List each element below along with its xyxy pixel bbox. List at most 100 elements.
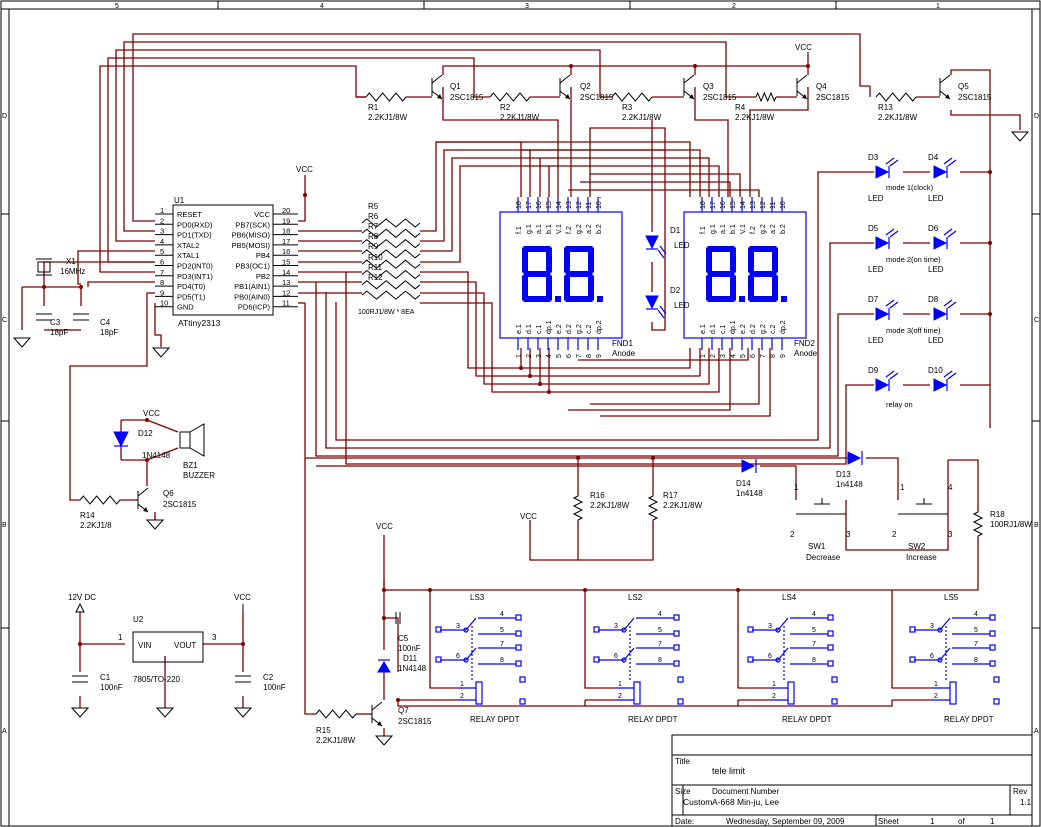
led-symbol [933,236,948,250]
display-pin-name: dp.1 [546,320,553,334]
led-symbol [933,378,948,392]
resistor-symbol [489,92,531,102]
transistor-collector [559,74,571,84]
vcc-label: VCC [296,165,313,174]
relay-pin-number: 5 [658,627,662,634]
switch-pin: 2 [892,530,897,539]
led-symbols [645,157,957,392]
display-pin-name: e.2 [556,324,563,334]
cap-ref: C4 [100,318,111,327]
reg-vout: VOUT [174,641,196,650]
row-letter: C [2,317,7,324]
indicator-leds: D1 LED D2 LED D3 D4 mode 1(clock) LED LE… [670,153,944,409]
led-ref: D2 [670,286,681,295]
led-ref: D3 [868,153,879,162]
resistor-value: 2.2KJ1/8W [500,113,540,122]
relay-ref: LS4 [782,593,797,602]
resistor-symbol [365,92,407,102]
display-pin-name: a.1 [536,224,543,234]
transistor-ref: Q2 [580,82,591,91]
display-pin-number: 16 [720,201,727,209]
led-light-ray [889,301,899,309]
display-pin-number: 12 [576,201,583,209]
display-pin-name: d.1 [710,324,717,334]
buzzer-ref: BZ1 [183,461,198,470]
resistor-symbol [361,228,421,238]
display-pin-number: 9 [780,354,787,358]
ground-symbol [145,519,165,530]
seven-segment-display-fnd1: FND1 Anode 18f.117g.116a.115b.114V.113f.… [499,197,636,358]
relay-terminal [747,626,754,633]
transistor-collector [939,74,951,84]
display-pin-number: 1 [700,354,707,358]
display-segment [588,247,594,273]
display-pin-number: 17 [526,201,533,209]
relay-part: RELAY DPDT [782,715,832,724]
ground-symbol [155,707,175,718]
display-pin-number: 1 [516,354,523,358]
transistor-part: 2SC1815 [580,93,614,102]
display-pin-name: c.2 [586,325,593,334]
transistor-collector [683,74,695,84]
led-symbol [933,307,948,321]
relay-pin-number: 2 [934,693,938,700]
led-light-ray [943,299,953,307]
display-pin-name: V.1 [556,224,563,234]
relay-contact-arm [465,617,477,631]
mcu-pin-name: GND [177,303,194,312]
row-letter: A [2,728,7,735]
mcu-pin-name: PB2 [256,272,270,281]
mcu-pin-number: 8 [160,278,164,287]
led-light-ray [889,159,899,167]
switch-ref: SW2 [908,542,926,551]
mcu-pin-number: 3 [160,227,164,236]
transistor-part: 2SC1815 [450,93,484,102]
diode-ref: D13 [836,470,851,479]
relay-part: RELAY DPDT [628,715,678,724]
transistor-arrow [437,94,442,99]
display-pin-number: 14 [740,201,747,209]
display-segment [772,247,778,273]
display-segment [546,275,552,301]
relay-terminal [989,614,996,621]
mode-2-label: mode 2(on time) [886,255,941,264]
relay-contact-arm [623,617,635,631]
display-segment [522,275,528,301]
ground-symbol [233,707,253,718]
display-ref: FND1 [612,339,633,348]
mcu-pin-name: PB5(MOSI) [232,241,271,250]
cap-value: 100nF [398,644,421,653]
rev-label: Rev [1013,787,1027,796]
display-segment [564,247,570,273]
led-ref: D8 [928,295,939,304]
display-pin-number: 11 [770,202,777,209]
display-pin-name: f.1 [700,226,707,234]
diode-ref: D11 [403,654,418,663]
relay-pin-number: 1 [618,681,622,688]
transistor-collector [431,74,443,84]
mcu-pin-name: VCC [254,210,270,219]
display-pin-number: 18 [516,201,523,209]
relay-terminal [909,656,916,663]
resistor-value: 100RJ1/8W [990,520,1032,529]
relay-pin-number: 3 [930,623,934,630]
relay-terminal [593,626,600,633]
docnum-value: A-668 Min-ju, Lee [712,797,779,807]
resistor-array-value: 100RJ1/8W * 8EA [358,309,415,316]
mcu-pin-name: PD2(INT0) [177,262,213,271]
led-light-ray [947,301,957,309]
crystal-ref: X1 [66,257,76,266]
switch-pin: 3 [948,530,953,539]
display-pin-name: e.2 [740,324,747,334]
relay-pin-number: 8 [812,657,816,664]
display-segment [522,247,528,273]
vcc-label: VCC [143,409,160,418]
transistor-ref: Q3 [703,82,714,91]
ground-symbol [1010,131,1030,142]
led-part: LED [868,265,884,274]
display-pin-number: 5 [740,354,747,358]
diode-part: 1n4148 [836,480,863,489]
led-part: LED [868,194,884,203]
relay-pin-number: 3 [456,623,460,630]
